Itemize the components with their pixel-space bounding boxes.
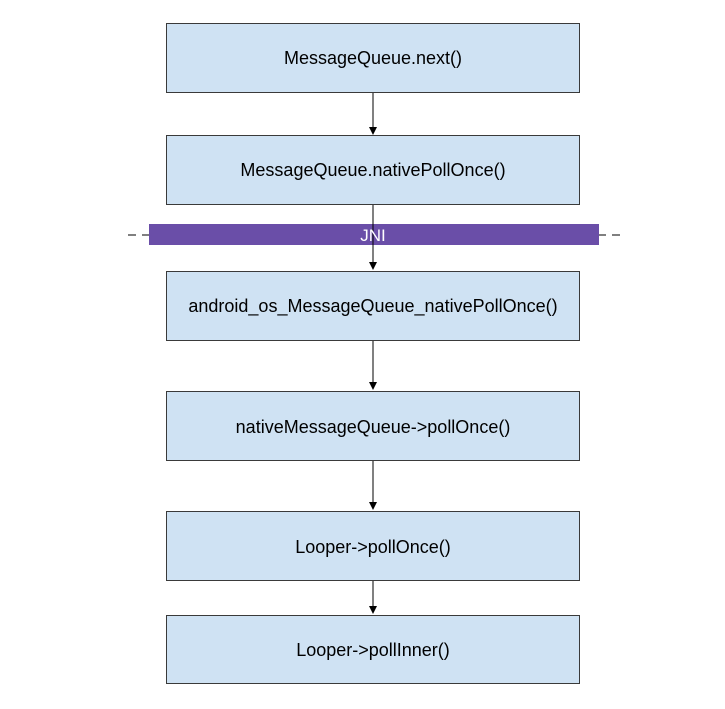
node-label: android_os_MessageQueue_nativePollOnce() bbox=[188, 296, 557, 317]
jni-boundary: JNI bbox=[128, 224, 622, 245]
node-messagequeue-nativepollonce: MessageQueue.nativePollOnce() bbox=[166, 135, 580, 205]
node-label: MessageQueue.nativePollOnce() bbox=[240, 160, 505, 180]
node-looper-pollinner: Looper->pollInner() bbox=[166, 615, 580, 684]
node-label: Looper->pollInner() bbox=[296, 640, 450, 660]
node-label: Looper->pollOnce() bbox=[295, 537, 451, 557]
node-looper-pollonce: Looper->pollOnce() bbox=[166, 511, 580, 581]
node-messagequeue-next: MessageQueue.next() bbox=[166, 23, 580, 93]
jni-band: JNI bbox=[149, 224, 599, 245]
node-label: MessageQueue.next() bbox=[284, 48, 462, 68]
node-label: nativeMessageQueue->pollOnce() bbox=[236, 417, 511, 437]
jni-label: JNI bbox=[360, 226, 386, 245]
node-nativemessagequeue-pollonce: nativeMessageQueue->pollOnce() bbox=[166, 391, 580, 461]
node-android-os-messagequeue-nativepollonce: android_os_MessageQueue_nativePollOnce() bbox=[166, 271, 580, 341]
